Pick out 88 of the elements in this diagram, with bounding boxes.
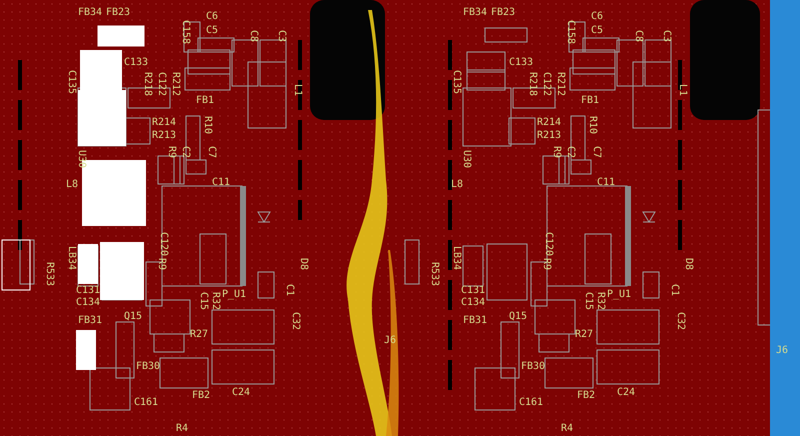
- component-designator: R533: [44, 262, 54, 286]
- component-designator: FB2: [577, 391, 596, 401]
- component-designator: FB1: [196, 96, 214, 106]
- component-designator: C135: [451, 70, 461, 94]
- component-designator: R32: [210, 292, 220, 310]
- component-designator: C131: [76, 286, 100, 296]
- component-designator: FB31: [463, 316, 488, 326]
- component-designator: LB34: [66, 246, 76, 270]
- component-designator: R218: [527, 72, 537, 96]
- component-designator: R214: [537, 118, 562, 128]
- component-designator: LB34: [451, 246, 461, 270]
- component-designator: C158: [180, 20, 190, 44]
- component-designator: FB30: [136, 362, 160, 372]
- component-designator: R213: [537, 131, 562, 141]
- component-designator: C161: [134, 398, 158, 408]
- component-designator: L8: [66, 180, 78, 190]
- component-designator: C1: [669, 284, 679, 296]
- component-designator: C134: [76, 298, 100, 308]
- component-designator: C8: [248, 30, 258, 42]
- component-designator: C6: [206, 12, 218, 22]
- component-designator: FB34: [78, 8, 102, 18]
- component-designator: R212: [170, 72, 180, 96]
- component-designator: FB31: [78, 316, 102, 326]
- component-designator: C11: [212, 178, 230, 188]
- component-designator: L8: [451, 180, 464, 190]
- component-designator: C2: [180, 146, 190, 158]
- component-designator: FB23: [106, 8, 130, 18]
- component-designator: C122: [156, 72, 166, 96]
- component-designator: C122: [541, 72, 551, 96]
- component-designator: C3: [661, 30, 671, 42]
- component-designator: R9: [166, 146, 176, 158]
- component-designator: Q15: [124, 312, 142, 322]
- component-designator: C15: [583, 292, 593, 310]
- component-designator: R9: [551, 146, 561, 158]
- component-designator: J6: [776, 346, 788, 356]
- component-designator: R27: [575, 330, 594, 340]
- component-designator: C5: [206, 26, 218, 36]
- component-designator: C8: [633, 30, 643, 42]
- component-designator: C120: [158, 232, 168, 256]
- component-designator: D8: [683, 258, 693, 270]
- component-designator: C1: [284, 284, 294, 296]
- component-designator: R4: [176, 424, 188, 434]
- component-designator: C24: [232, 388, 250, 398]
- component-designator: R32: [595, 292, 605, 310]
- component-designator: U30: [76, 150, 86, 168]
- component-designator: FB30: [521, 362, 546, 372]
- component-designator: FB2: [192, 391, 210, 401]
- component-designator: R213: [152, 131, 176, 141]
- component-designator: C32: [290, 312, 300, 330]
- component-designator: R533: [429, 262, 439, 286]
- component-designator: C131: [461, 286, 486, 296]
- component-designator: R212: [555, 72, 565, 96]
- component-designator: P_U1: [222, 290, 246, 300]
- component-designator: C6: [591, 12, 604, 22]
- component-designator: U30: [461, 150, 471, 168]
- component-designator: C32: [675, 312, 685, 330]
- component-designator: C134: [461, 298, 486, 308]
- component-designator: FB34: [463, 8, 488, 18]
- component-designator: C133: [509, 58, 534, 68]
- component-designator: R218: [142, 72, 152, 96]
- component-designator: R27: [190, 330, 208, 340]
- component-designator: L1: [292, 84, 302, 96]
- component-designator: J6: [384, 336, 396, 346]
- component-designator: C133: [124, 58, 148, 68]
- component-designator: C5: [591, 26, 604, 36]
- component-designator: R9: [541, 258, 551, 270]
- component-designator: R214: [152, 118, 176, 128]
- component-designator: P_U1: [607, 290, 632, 300]
- component-designator: C11: [597, 178, 616, 188]
- component-designator: C7: [206, 146, 216, 158]
- component-designator: C161: [519, 398, 544, 408]
- component-designator: FB23: [491, 8, 516, 18]
- component-designator: C2: [565, 146, 575, 158]
- component-designator: C135: [66, 70, 76, 94]
- component-designator: R9: [156, 258, 166, 270]
- component-designator: C15: [198, 292, 208, 310]
- component-designator: C24: [617, 388, 636, 398]
- component-designator: C120: [543, 232, 553, 256]
- component-designator: C158: [565, 20, 575, 44]
- component-designator: C7: [591, 146, 601, 158]
- component-designator: R10: [202, 116, 212, 134]
- component-designator: R4: [561, 424, 574, 434]
- component-designator: L1: [677, 84, 687, 96]
- component-designator: C3: [276, 30, 286, 42]
- component-designator: R10: [587, 116, 597, 134]
- component-designator: D8: [298, 258, 308, 270]
- component-designator: FB1: [581, 96, 600, 106]
- component-designator: Q15: [509, 312, 528, 322]
